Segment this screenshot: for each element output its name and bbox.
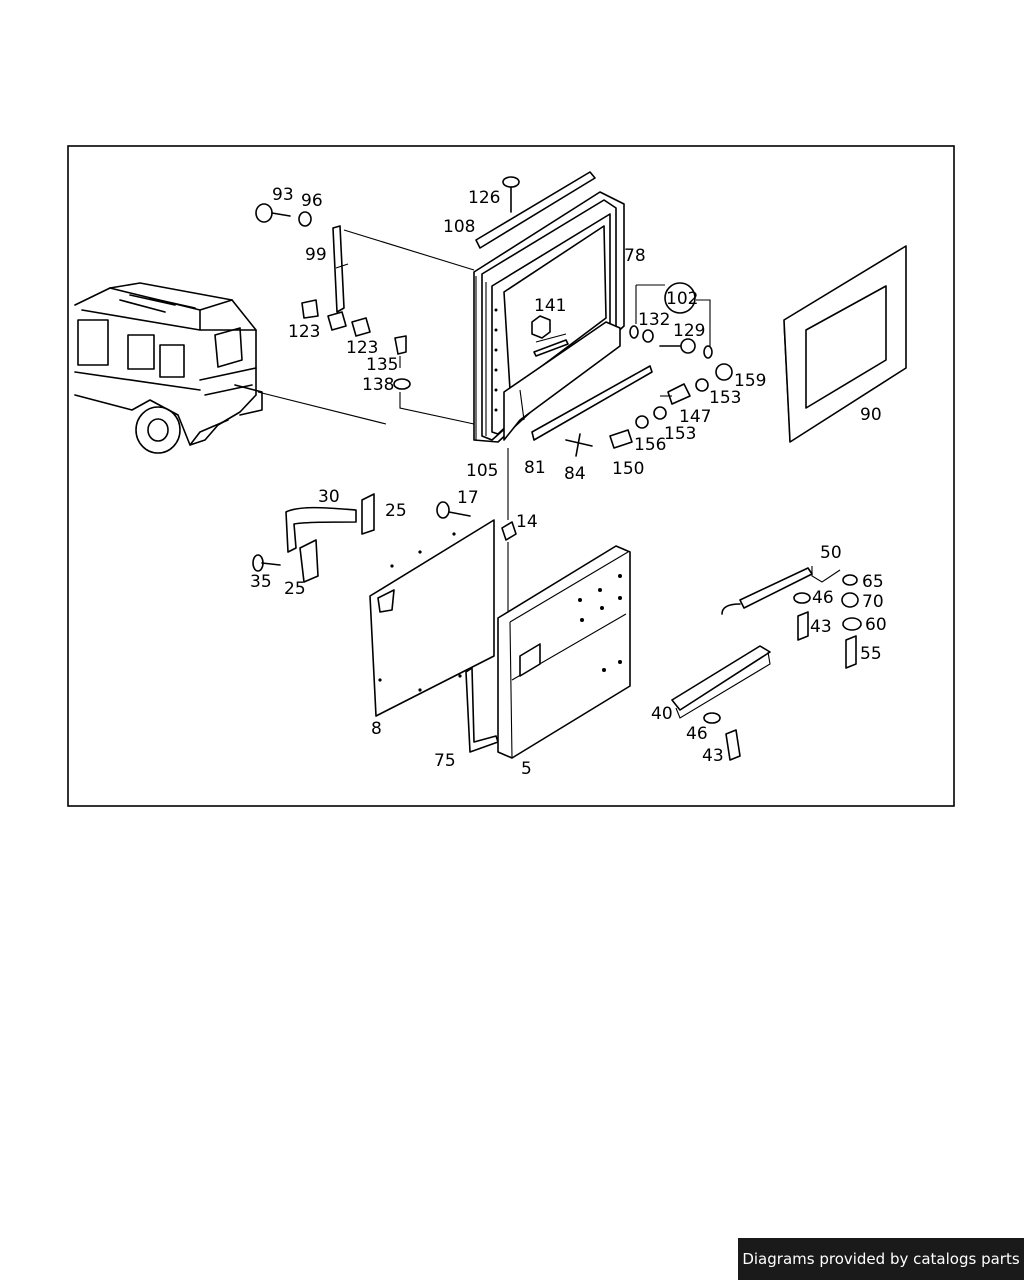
label-55: 55 bbox=[860, 644, 882, 664]
screw-17 bbox=[436, 501, 471, 519]
label-105: 105 bbox=[466, 461, 498, 481]
vehicle-illustration bbox=[74, 282, 263, 454]
door-strap bbox=[252, 493, 375, 583]
part-labels: 93 96 99 123 123 135 138 126 108 78 141 … bbox=[250, 185, 887, 779]
left-fasteners bbox=[255, 203, 475, 425]
label-123a: 123 bbox=[288, 322, 320, 342]
label-159: 159 bbox=[734, 371, 766, 391]
support-arm-50 bbox=[721, 566, 862, 669]
rear-door-5 bbox=[497, 545, 631, 759]
label-153b: 153 bbox=[664, 424, 696, 444]
label-147: 147 bbox=[679, 407, 711, 427]
label-46a: 46 bbox=[812, 588, 834, 608]
label-138: 138 bbox=[362, 375, 394, 395]
label-70: 70 bbox=[862, 592, 884, 612]
label-102: 102 bbox=[666, 289, 698, 309]
label-93: 93 bbox=[272, 185, 294, 205]
label-135: 135 bbox=[366, 355, 398, 375]
label-14: 14 bbox=[516, 512, 538, 532]
label-40: 40 bbox=[651, 704, 673, 724]
screw-126 bbox=[502, 176, 520, 213]
label-46b: 46 bbox=[686, 724, 708, 744]
fastener-group-102 bbox=[609, 282, 733, 449]
label-141: 141 bbox=[534, 296, 566, 316]
label-150: 150 bbox=[612, 459, 644, 479]
pin-84 bbox=[565, 433, 593, 457]
label-35: 35 bbox=[250, 572, 272, 592]
lower-panel bbox=[503, 321, 621, 441]
label-78: 78 bbox=[624, 246, 646, 266]
label-99: 99 bbox=[305, 245, 327, 265]
label-153a: 153 bbox=[709, 388, 741, 408]
label-60: 60 bbox=[865, 615, 887, 635]
label-108: 108 bbox=[443, 217, 475, 237]
label-132: 132 bbox=[638, 310, 670, 330]
label-75: 75 bbox=[434, 751, 456, 771]
label-156: 156 bbox=[634, 435, 666, 455]
seal-75 bbox=[465, 667, 499, 753]
label-50: 50 bbox=[820, 543, 842, 563]
inner-trim-panel bbox=[369, 519, 495, 717]
label-126: 126 bbox=[468, 188, 500, 208]
window-frame bbox=[473, 191, 625, 443]
mounting-bar bbox=[531, 365, 653, 441]
credit-banner: Diagrams provided by catalogs parts bbox=[738, 1238, 1024, 1280]
label-25b: 25 bbox=[284, 579, 306, 599]
label-84: 84 bbox=[564, 464, 586, 484]
label-90: 90 bbox=[860, 405, 882, 425]
label-30: 30 bbox=[318, 487, 340, 507]
leader-vehicle bbox=[257, 391, 387, 425]
label-5: 5 bbox=[521, 759, 532, 779]
label-81: 81 bbox=[524, 458, 546, 478]
glass-panel bbox=[783, 245, 907, 443]
label-123b: 123 bbox=[346, 338, 378, 358]
label-65: 65 bbox=[862, 572, 884, 592]
label-129: 129 bbox=[673, 321, 705, 341]
label-8: 8 bbox=[371, 719, 382, 739]
label-43b: 43 bbox=[702, 746, 724, 766]
diagram-frame bbox=[67, 145, 955, 807]
clip-14 bbox=[501, 448, 517, 620]
guide-rail-40 bbox=[671, 645, 771, 761]
label-25a: 25 bbox=[385, 501, 407, 521]
label-17: 17 bbox=[457, 488, 479, 508]
nut-141 bbox=[531, 315, 569, 357]
weather-strip bbox=[475, 171, 596, 249]
credit-text: Diagrams provided by catalogs parts bbox=[742, 1250, 1020, 1268]
label-43a: 43 bbox=[810, 617, 832, 637]
label-96: 96 bbox=[301, 191, 323, 211]
